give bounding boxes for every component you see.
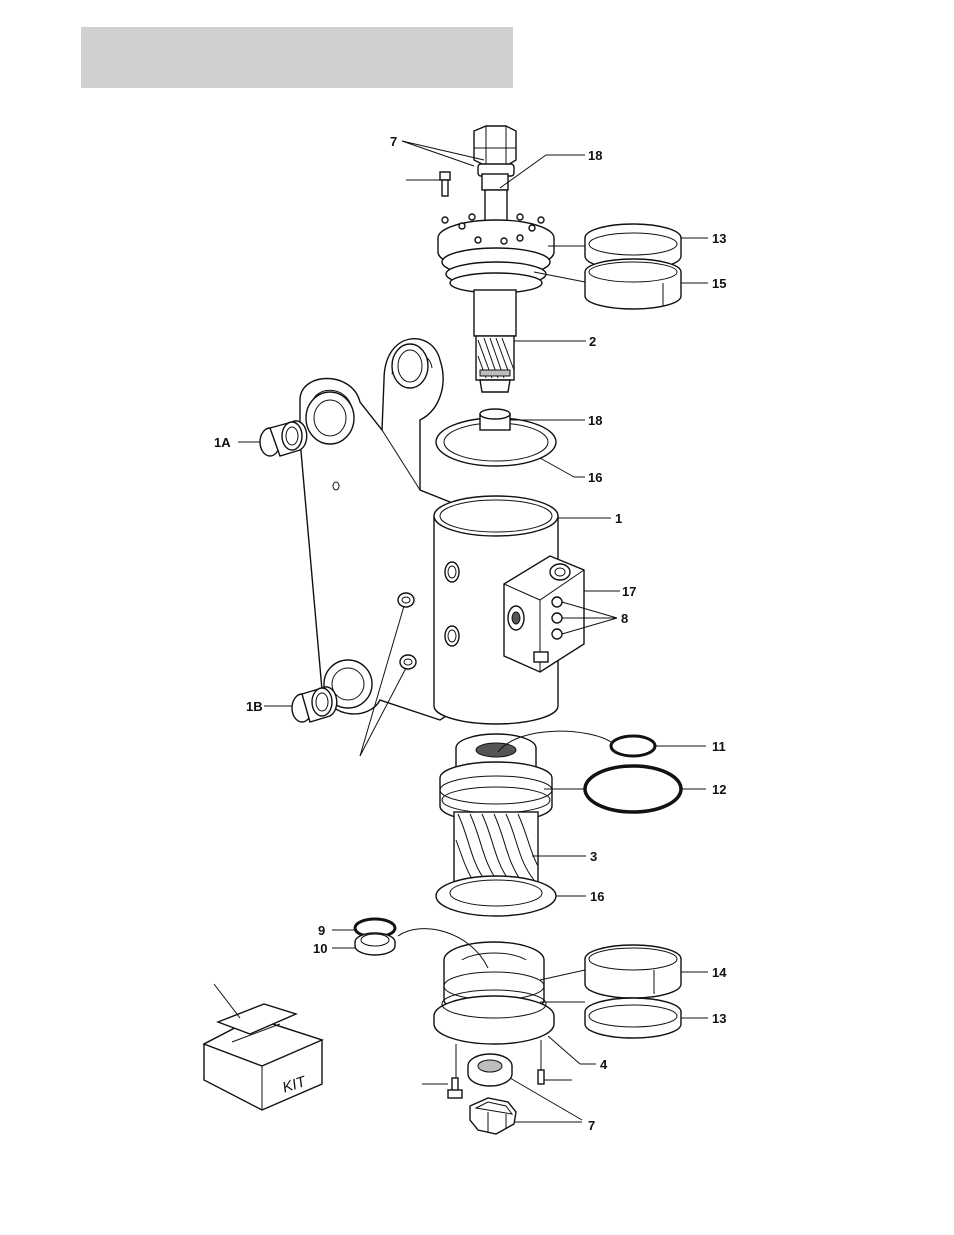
- label-16-top: 16: [588, 470, 602, 485]
- band-14: [585, 945, 681, 998]
- label-1: 1: [615, 511, 622, 526]
- hex-nut-bottom: [470, 1098, 516, 1134]
- label-13-bottom: 13: [712, 1011, 726, 1026]
- label-8: 8: [621, 611, 628, 626]
- bushing-1a: [260, 421, 307, 456]
- label-7-top: 7: [390, 134, 397, 149]
- washer-16-bottom: [436, 876, 556, 916]
- kit-box: KIT: [204, 984, 322, 1110]
- label-1a: 1A: [214, 435, 231, 450]
- washer-top: [478, 164, 514, 190]
- label-4: 4: [600, 1057, 608, 1072]
- label-7-bottom: 7: [588, 1118, 595, 1133]
- label-18-mid: 18: [588, 413, 602, 428]
- label-2: 2: [589, 334, 596, 349]
- cap-screw-bottom: [448, 1078, 462, 1098]
- end-cap-4: [434, 942, 554, 1044]
- o-ring-12: [585, 766, 681, 812]
- washer-10: [355, 933, 395, 955]
- cap-screw-top: [440, 172, 450, 196]
- label-13-top: 13: [712, 231, 726, 246]
- label-17: 17: [622, 584, 636, 599]
- sleeve-18-mid: [436, 409, 556, 466]
- piston-3: [440, 734, 552, 882]
- label-3: 3: [590, 849, 597, 864]
- label-15: 15: [712, 276, 726, 291]
- washer-7-bottom: [468, 1054, 512, 1086]
- label-11: 11: [712, 739, 726, 754]
- label-10: 10: [313, 941, 327, 956]
- hex-nut-top: [474, 126, 516, 166]
- label-18-top: 18: [588, 148, 602, 163]
- band-15: [585, 259, 681, 309]
- label-12: 12: [712, 782, 726, 797]
- shaft-2: [438, 190, 554, 392]
- label-1b: 1B: [246, 699, 263, 714]
- label-14: 14: [712, 965, 727, 980]
- label-16-bottom: 16: [590, 889, 604, 904]
- bushing-13-bottom: [585, 998, 681, 1038]
- o-ring-11: [611, 736, 655, 756]
- label-9: 9: [318, 923, 325, 938]
- pin-bottom: [538, 1070, 544, 1084]
- bushing-1b: [292, 687, 337, 722]
